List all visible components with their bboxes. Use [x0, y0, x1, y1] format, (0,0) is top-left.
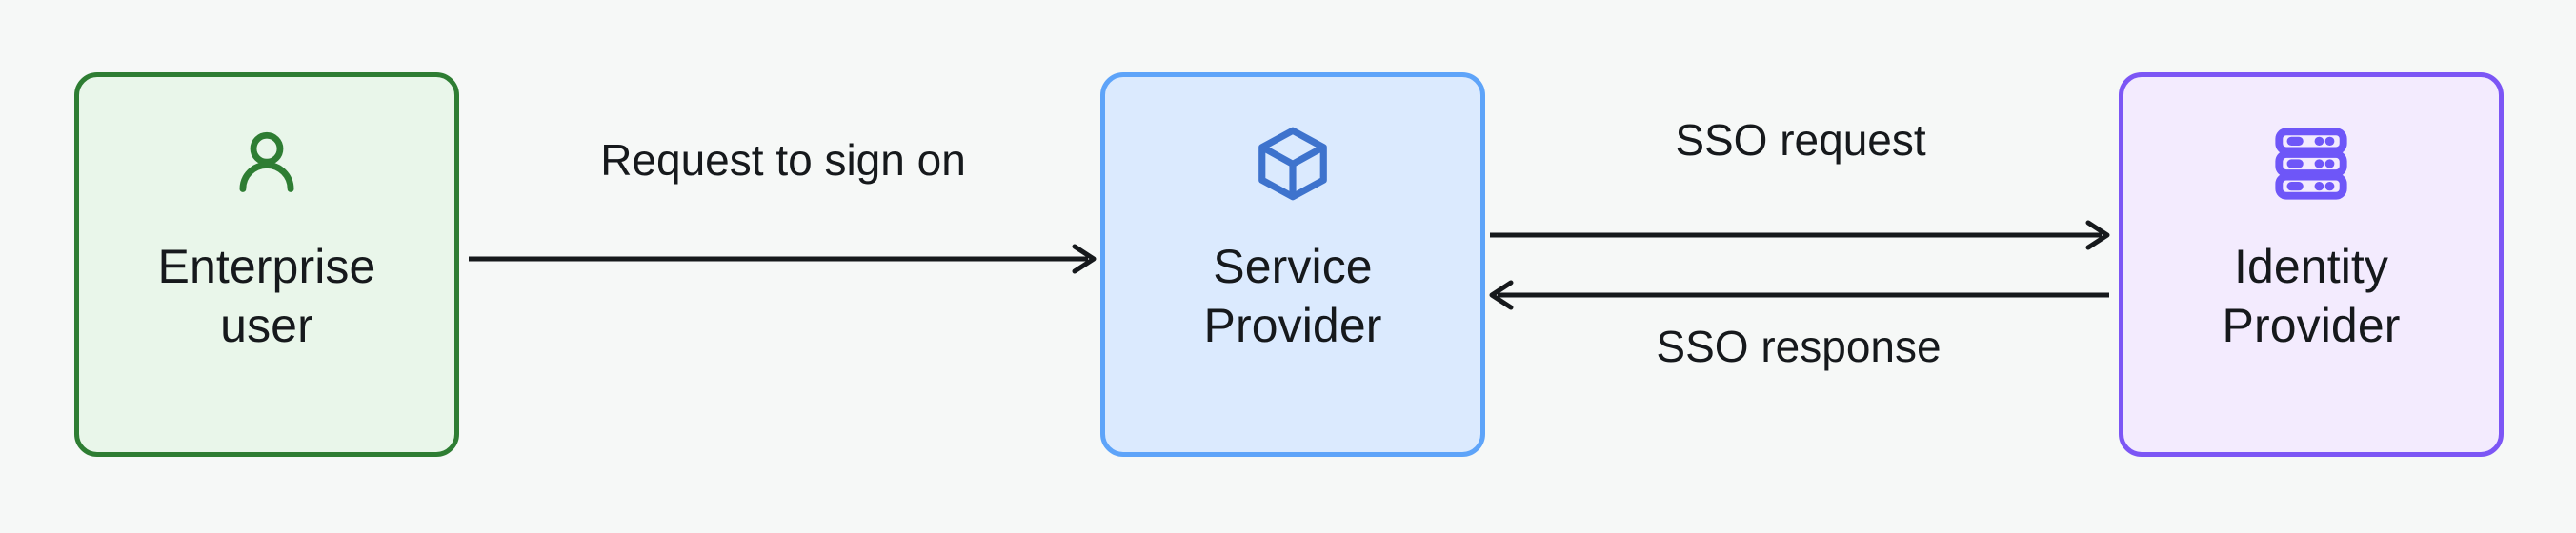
edge-sso-request-arrow	[1490, 220, 2110, 250]
user-icon	[226, 123, 308, 205]
node-enterprise-user-label: Enterprise user	[157, 240, 376, 352]
cube-box-icon	[1252, 123, 1334, 205]
node-identity-provider-label: Identity Provider	[2222, 240, 2401, 352]
edge-request-to-sign-on-label: Request to sign on	[600, 135, 966, 185]
edge-request-to-sign-on: Request to sign on	[469, 135, 1097, 274]
edge-sso-request: SSO request	[1490, 115, 2111, 250]
server-rack-icon	[2270, 123, 2352, 205]
node-service-provider[interactable]: Service Provider	[1100, 72, 1485, 457]
node-identity-provider[interactable]: Identity Provider	[2119, 72, 2504, 457]
edge-sso-response: SSO response	[1488, 280, 2109, 371]
edge-request-to-sign-on-arrow	[469, 244, 1097, 274]
node-service-provider-label: Service Provider	[1203, 240, 1382, 352]
edge-sso-response-label: SSO response	[1656, 322, 1942, 371]
edge-sso-request-label: SSO request	[1675, 115, 1926, 165]
node-enterprise-user[interactable]: Enterprise user	[74, 72, 459, 457]
edge-sso-response-arrow	[1489, 280, 2109, 310]
